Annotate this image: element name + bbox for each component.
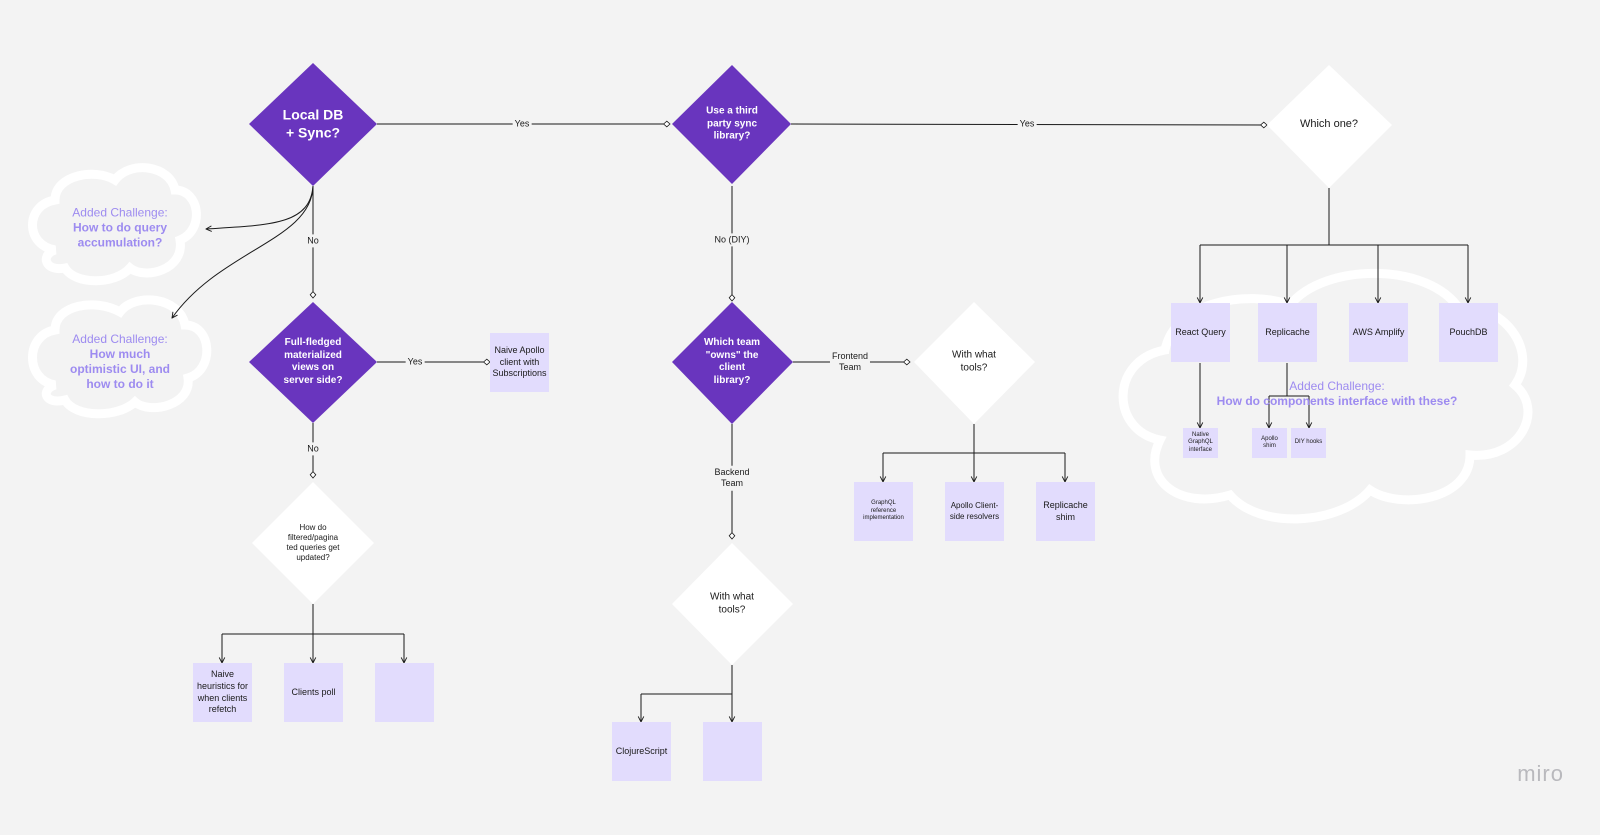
decision-local-db-diamond[interactable] (249, 63, 377, 186)
sticky-react-query[interactable]: React Query (1171, 303, 1230, 362)
challenge-prefix: Added Challenge: (72, 205, 168, 220)
decision-frontend-tools-text: With what tools? (952, 349, 996, 374)
connector-label-no: No (305, 442, 321, 456)
decision-which-one-text: Which one? (1299, 118, 1359, 131)
sticky-native-graphql[interactable]: Native GraphQL interface (1183, 428, 1218, 458)
sticky-clients-poll[interactable]: Clients poll (284, 663, 343, 722)
challenge-components-interface-text: Added Challenge: How do components inter… (1217, 364, 1458, 424)
decision-filtered-queries-diamond[interactable] (252, 482, 374, 604)
decision-frontend-tools-diamond[interactable] (914, 302, 1035, 424)
sticky-naive-heuristics[interactable]: Naive heuristics for when clients refetc… (193, 663, 252, 722)
decision-full-fledged-text: Full-fledged materialized views on serve… (283, 337, 343, 386)
decision-which-one-diamond[interactable] (1267, 65, 1392, 188)
connector-label-backend-team: Backend Team (712, 465, 752, 491)
sticky-empty[interactable] (703, 722, 762, 781)
challenge-question: How much optimistic UI, and how to do it (69, 347, 171, 391)
sticky-apollo-shim[interactable]: Apollo shim (1252, 428, 1287, 458)
decision-backend-tools-text: With what tools? (710, 591, 754, 616)
sticky-diy-hooks[interactable]: DIY hooks (1291, 428, 1326, 458)
sticky-graphql-ref[interactable]: GraphQL reference implementation (854, 482, 913, 541)
connector-label-yes: Yes (1017, 117, 1037, 131)
decision-local-db-text: Local DB + Sync? (282, 106, 344, 141)
decision-filtered-queries-text: How do filtered/pagina ted queries get u… (286, 523, 340, 562)
sticky-empty[interactable] (375, 663, 434, 722)
miro-logo: miro (1517, 761, 1564, 786)
decision-backend-tools-diamond[interactable] (672, 543, 793, 665)
decision-which-team-diamond[interactable] (672, 302, 793, 424)
connector-label-yes: Yes (512, 117, 532, 131)
challenge-query-accumulation-text: Added Challenge: How to do query accumul… (72, 191, 167, 266)
sticky-replicache[interactable]: Replicache (1258, 303, 1317, 362)
sticky-apollo-resolvers[interactable]: Apollo Client- side resolvers (945, 482, 1004, 541)
challenge-optimistic-ui-text: Added Challenge: How much optimistic UI,… (70, 317, 170, 407)
sticky-naive-apollo[interactable]: Naive Apollo client with Subscriptions (490, 333, 549, 392)
challenge-cloud-optimistic-ui[interactable] (28, 295, 212, 419)
sticky-replicache-shim[interactable]: Replicache shim (1036, 482, 1095, 541)
connector-label-no: No (305, 234, 321, 248)
connector-label-yes: Yes (405, 355, 425, 369)
challenge-cloud-query-accumulation[interactable] (28, 163, 201, 286)
decision-which-team-text: Which team "owns" the client library? (703, 337, 761, 386)
challenge-prefix: Added Challenge: (1289, 379, 1385, 393)
challenge-prefix: Added Challenge: (72, 332, 168, 346)
sticky-aws-amplify[interactable]: AWS Amplify (1349, 303, 1408, 362)
challenge-question: How do components interface with these? (1216, 394, 1458, 408)
sticky-clojurescript[interactable]: ClojureScript (612, 722, 671, 781)
sticky-pouchdb[interactable]: PouchDB (1439, 303, 1498, 362)
decision-third-party-diamond[interactable] (672, 65, 791, 184)
connector-label-frontend-team: Frontend Team (829, 349, 871, 375)
decision-third-party-text: Use a third party sync library? (706, 105, 758, 142)
decision-full-fledged-diamond[interactable] (249, 302, 377, 423)
connector-label-no-diy: No (DIY) (712, 233, 752, 247)
challenge-question: How to do query accumulation? (72, 220, 167, 250)
